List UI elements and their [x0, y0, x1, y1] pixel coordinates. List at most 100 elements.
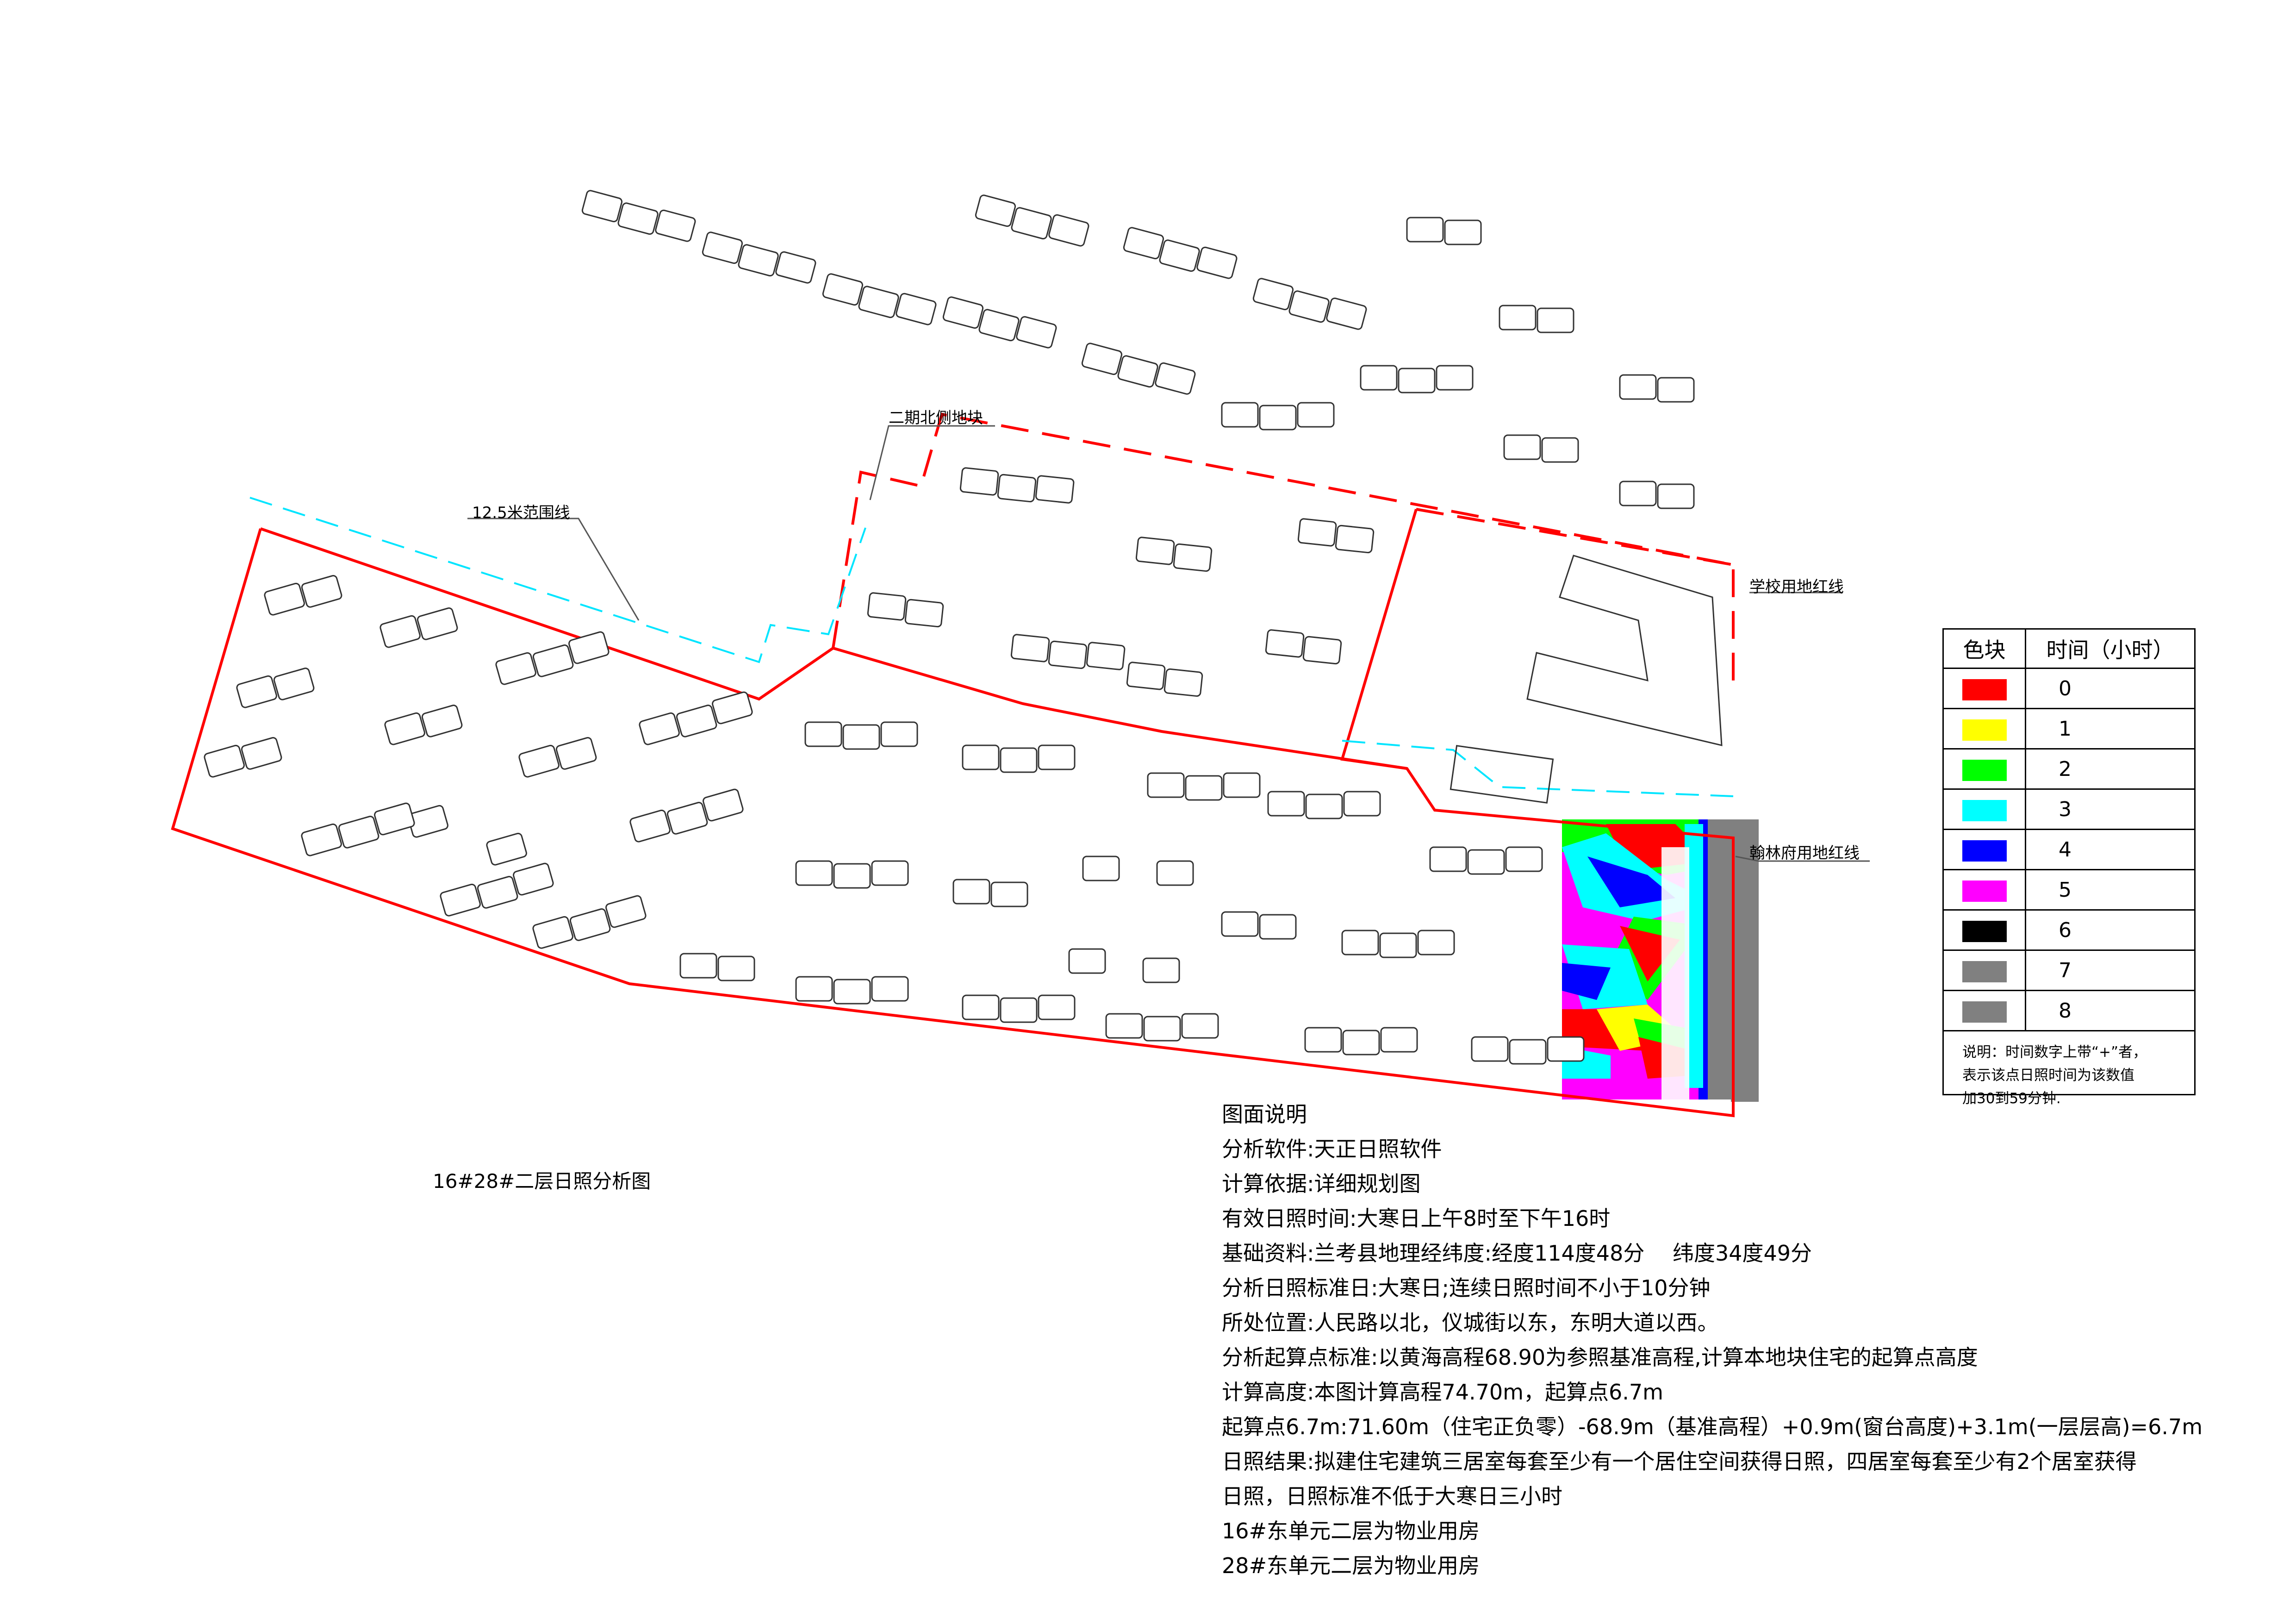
- note-standard-day: 分析日照标准日:大寒日;连续日照时间不小于10分钟: [1222, 1275, 1711, 1300]
- leader-lines: [467, 425, 1870, 862]
- range-line: [249, 497, 1734, 797]
- legend-row: 3: [1944, 789, 2194, 830]
- legend-hours: 8: [2025, 990, 2194, 1031]
- building-unit: [959, 467, 999, 496]
- building-unit: [1619, 481, 1657, 506]
- building-footprint: [962, 744, 1076, 773]
- building-unit: [1011, 207, 1052, 240]
- building-unit: [338, 816, 380, 849]
- property-redline: [171, 412, 1735, 1118]
- building-unit: [703, 788, 744, 822]
- building-unit: [1185, 775, 1223, 801]
- note-result: 日照结果:拟建住宅建筑三居室每套至少有一个居住空间获得日照，四居室每套至少有2个…: [1222, 1449, 2137, 1474]
- note-site-location: 所处位置:人民路以北，仪城街以东，东明大道以西。: [1222, 1310, 1719, 1335]
- building-unit: [1265, 629, 1305, 658]
- building-unit: [1288, 290, 1330, 323]
- building-footprint: [264, 575, 342, 616]
- building-unit: [1252, 278, 1294, 311]
- legend-swatch-cell: [1944, 668, 2026, 709]
- building-footprint: [1360, 365, 1474, 394]
- building-footprint: [952, 879, 1028, 907]
- legend-hours: 4: [2025, 829, 2194, 870]
- building-footprint: [1081, 343, 1196, 395]
- building-footprint: [1503, 434, 1579, 463]
- building-footprint: [1265, 629, 1342, 665]
- legend-swatch: [1962, 840, 2007, 862]
- legend-hours: 2: [2025, 749, 2194, 790]
- building-unit: [1657, 377, 1695, 403]
- building-unit: [795, 860, 833, 886]
- building-unit: [858, 286, 899, 319]
- legend-note-line: 说明：时间数字上带“+”者，: [1962, 1044, 2147, 1061]
- building-footprint: [639, 691, 753, 745]
- building-unit: [568, 631, 610, 664]
- building-unit: [617, 202, 659, 235]
- legend-swatch: [1962, 1001, 2007, 1023]
- building-footprint: [1619, 481, 1695, 509]
- building-footprint: [1406, 217, 1482, 245]
- building-unit: [1159, 239, 1200, 272]
- legend-row: 7: [1944, 950, 2194, 991]
- legend-swatch-cell: [1944, 789, 2026, 830]
- note-calc-height: 计算高度:本图计算高程74.70m，起算点6.7m: [1222, 1380, 1663, 1405]
- building-unit: [952, 879, 990, 905]
- building-unit: [1406, 217, 1444, 243]
- building-unit: [1143, 1016, 1181, 1042]
- building-unit: [655, 209, 696, 242]
- building-unit: [417, 607, 458, 640]
- legend-swatch: [1962, 961, 2007, 982]
- building-unit: [978, 309, 1020, 342]
- building-unit: [264, 582, 305, 616]
- building-unit: [1297, 402, 1335, 428]
- building-unit: [1221, 911, 1259, 937]
- building-footprint: [1142, 957, 1180, 983]
- building-unit: [532, 916, 573, 949]
- building-unit: [380, 615, 421, 648]
- building-footprint: [204, 737, 282, 778]
- legend-swatch-cell: [1944, 829, 2026, 870]
- building-unit: [639, 712, 680, 745]
- building-unit: [1000, 997, 1038, 1023]
- building-unit: [1164, 668, 1203, 697]
- building-unit: [1657, 483, 1695, 509]
- building-unit: [738, 244, 779, 277]
- note-start-point-standard: 分析起算点标准:以黄海高程68.90为参照基准高程,计算本地块住宅的起算点高度: [1222, 1345, 1978, 1370]
- building-unit: [962, 744, 1000, 770]
- building-unit: [1444, 219, 1482, 245]
- legend-hours: 7: [2025, 950, 2194, 991]
- building-unit: [532, 644, 574, 677]
- legend-swatch-cell: [1944, 869, 2026, 911]
- building-footprint: [1123, 227, 1238, 279]
- legend-swatch: [1962, 719, 2007, 741]
- building-footprint: [1499, 305, 1574, 333]
- legend-row: 6: [1944, 910, 2194, 951]
- building-unit: [880, 721, 918, 747]
- building-footprint: [679, 953, 755, 981]
- building-footprint: [486, 832, 527, 866]
- legend-swatch-cell: [1944, 990, 2026, 1031]
- building-unit: [374, 802, 415, 836]
- legend-note: 说明：时间数字上带“+”者， 表示该点日照时间为该数值 加30到59分钟.: [1944, 1031, 2194, 1110]
- building-unit: [1342, 1030, 1380, 1056]
- building-unit: [518, 744, 560, 778]
- building-unit: [833, 979, 871, 1005]
- building-unit: [942, 296, 984, 329]
- note-start-point-formula: 起算点6.7m:71.60m（住宅正负零）-68.9m（基准高程）+0.9m(窗…: [1222, 1414, 2203, 1439]
- building-unit: [990, 881, 1028, 907]
- building-unit: [513, 862, 554, 896]
- building-unit: [676, 705, 717, 737]
- building-footprint: [1126, 662, 1203, 697]
- building-unit: [1223, 772, 1261, 798]
- building-unit: [1081, 343, 1123, 375]
- building-footprint: [1341, 930, 1455, 958]
- building-unit: [975, 194, 1016, 227]
- legend-row: 0: [1944, 668, 2194, 709]
- building-footprint: [795, 976, 909, 1005]
- building-unit: [1360, 365, 1398, 391]
- building-unit: [1259, 405, 1297, 431]
- legend-swatch-cell: [1944, 708, 2026, 750]
- building-unit: [822, 273, 864, 306]
- building-footprint: [1135, 537, 1213, 572]
- building-unit: [867, 592, 907, 621]
- legend-hours: 3: [2025, 789, 2194, 830]
